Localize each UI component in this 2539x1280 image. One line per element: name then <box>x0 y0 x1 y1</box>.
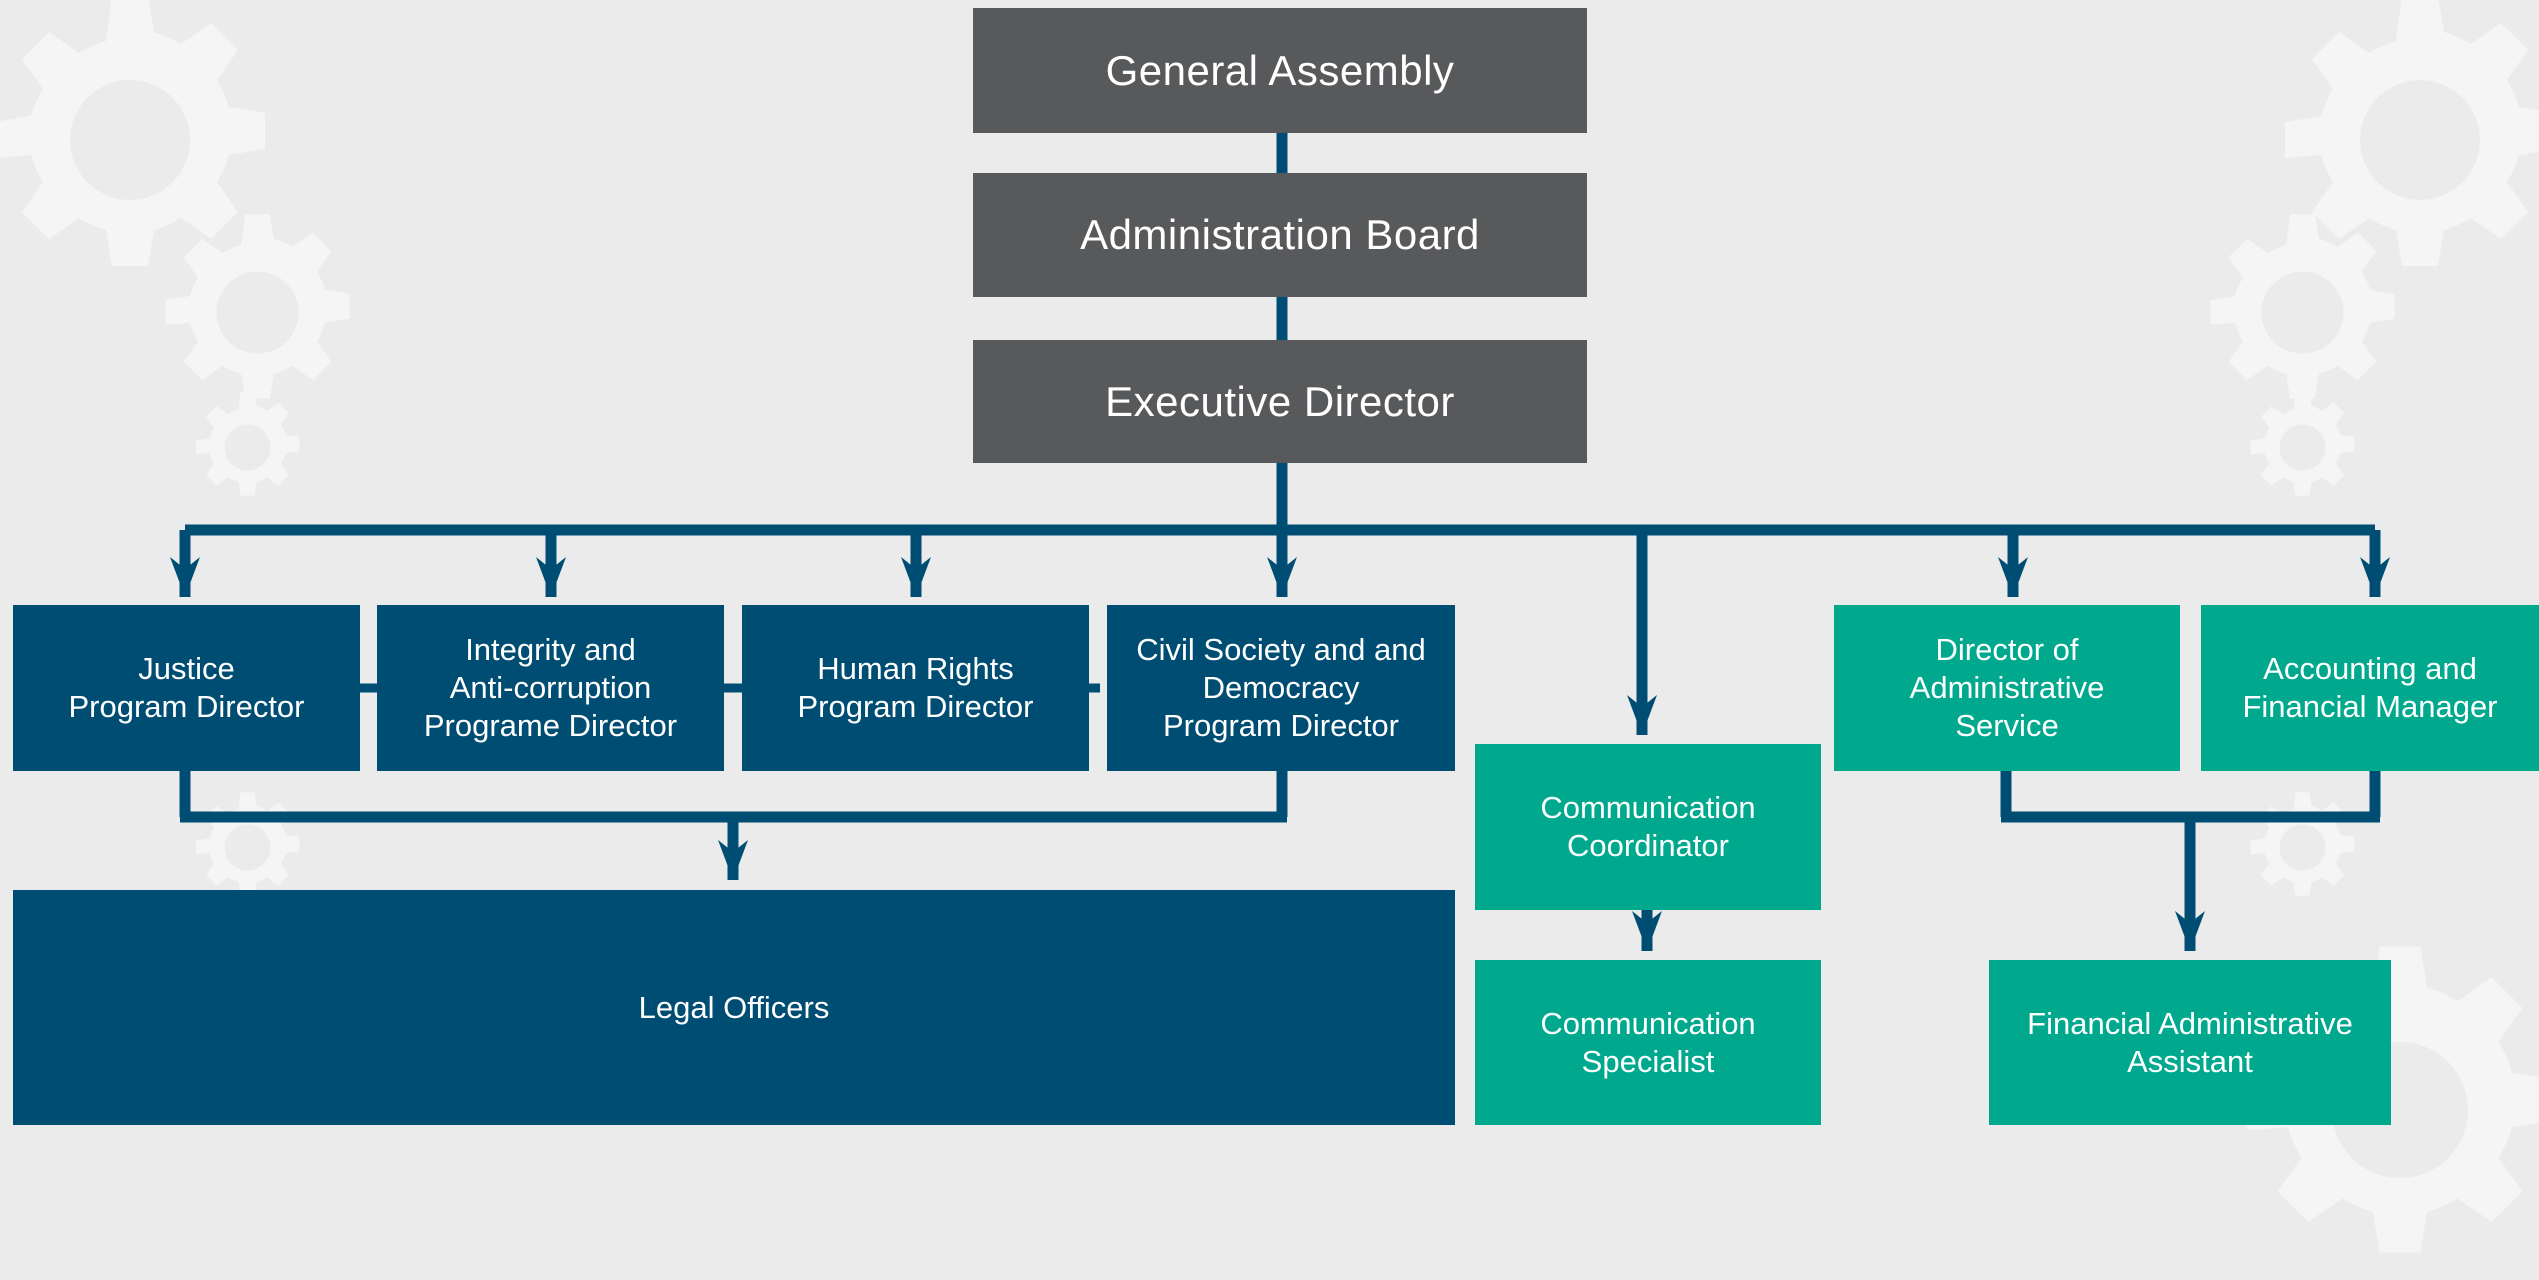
financial-admin-assistant-box: Financial Administrative Assistant <box>1989 960 2391 1125</box>
civil-society-director-box: Civil Society and and Democracy Program … <box>1107 605 1455 771</box>
general-assembly-box: General Assembly <box>973 8 1587 133</box>
communication-specialist-box: Communication Specialist <box>1475 960 1821 1125</box>
human-rights-director-box: Human Rights Program Director <box>742 605 1089 771</box>
gear-icon <box>0 0 265 266</box>
gear-icon <box>165 214 350 399</box>
justice-director-label: Justice Program Director <box>68 651 305 724</box>
civil-society-director-label: Civil Society and and Democracy Program … <box>1136 632 1426 743</box>
gear-icon <box>2285 0 2539 266</box>
legal-officers-box: Legal Officers <box>13 890 1455 1125</box>
justice-director-box: Justice Program Director <box>13 605 360 771</box>
executive-director-box: Executive Director <box>973 340 1587 463</box>
financial-admin-assistant-label: Financial Administrative Assistant <box>2027 1005 2353 1079</box>
general-assembly-label: General Assembly <box>1105 46 1455 94</box>
communication-coordinator-label: Communication Coordinator <box>1540 790 1756 863</box>
administration-board-box: Administration Board <box>973 173 1587 297</box>
communication-coordinator-box: Communication Coordinator <box>1475 744 1821 910</box>
communication-specialist-label: Communication Specialist <box>1540 1005 1756 1079</box>
accounting-manager-label: Accounting and Financial Manager <box>2242 651 2498 724</box>
human-rights-director-label: Human Rights Program Director <box>797 651 1034 724</box>
gear-icon <box>195 392 300 496</box>
director-admin-service-label: Director of Administrative Service <box>1909 632 2105 743</box>
integrity-director-label: Integrity and Anti-corruption Programe D… <box>423 632 678 743</box>
legal-officers-label: Legal Officers <box>638 989 830 1025</box>
director-admin-service-box: Director of Administrative Service <box>1834 605 2180 771</box>
executive-director-label: Executive Director <box>1105 377 1455 425</box>
integrity-director-box: Integrity and Anti-corruption Programe D… <box>377 605 724 771</box>
administration-board-label: Administration Board <box>1080 211 1480 258</box>
gear-icon <box>2210 214 2395 399</box>
gear-icon <box>2250 392 2355 496</box>
accounting-manager-box: Accounting and Financial Manager <box>2201 605 2539 771</box>
